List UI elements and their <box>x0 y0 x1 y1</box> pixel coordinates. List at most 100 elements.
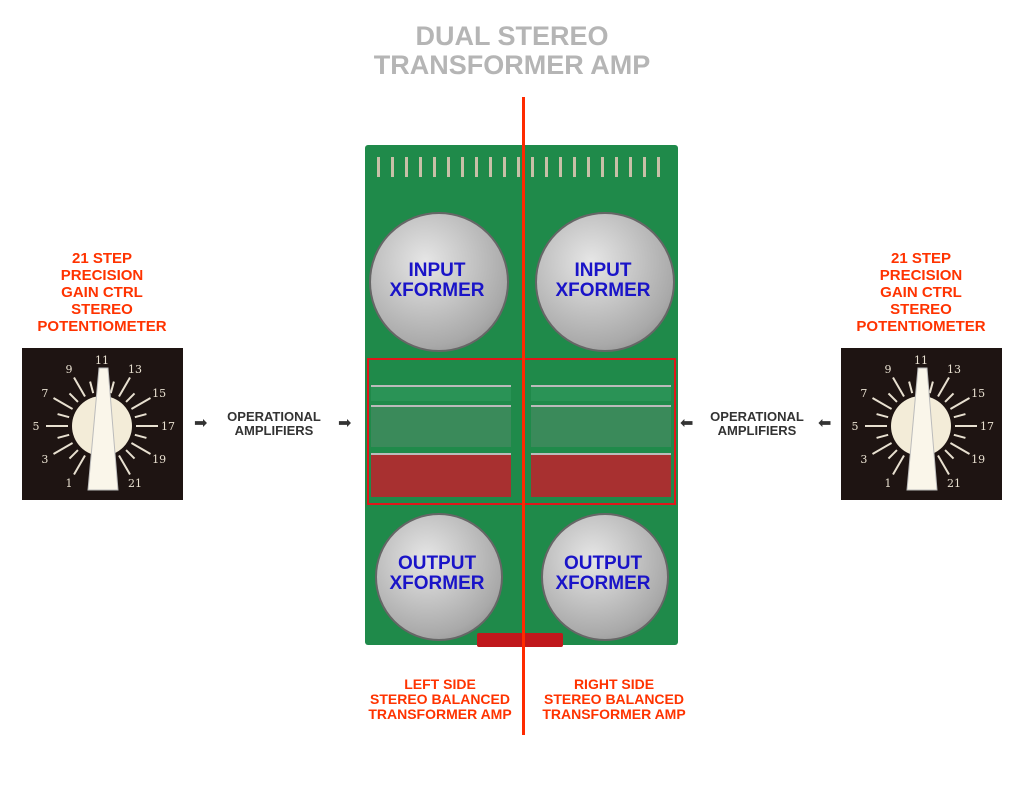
label-line: OPERATIONAL <box>710 409 804 424</box>
dial-tick <box>944 449 955 460</box>
dial-tick <box>73 377 86 398</box>
label-line: POTENTIOMETER <box>37 318 167 335</box>
dial-tick <box>134 433 147 439</box>
opamp-card <box>531 405 671 447</box>
dial-number: 3 <box>860 453 867 466</box>
input-xformer-right-label: INPUT XFORMER <box>533 261 673 301</box>
title-line-1: DUAL STEREO <box>415 21 609 51</box>
opamp-right-label: OPERATIONAL AMPLIFIERS <box>697 410 817 438</box>
dial-number: 5 <box>852 420 859 433</box>
input-xformer-left-label: INPUT XFORMER <box>367 261 507 301</box>
dial-tick <box>928 381 934 394</box>
label-line: TRANSFORMER AMP <box>542 706 686 722</box>
opamp-card <box>371 453 511 497</box>
dial-number: 13 <box>128 363 142 376</box>
label-line: 21 STEP <box>890 250 952 267</box>
label-line: POTENTIOMETER <box>856 318 986 335</box>
dial-tick <box>944 392 955 403</box>
dial-number: 7 <box>860 387 867 400</box>
arrow-right-icon: ➡ <box>338 415 352 432</box>
dial-tick <box>937 377 950 398</box>
dial-tick <box>68 449 79 460</box>
opamp-left-label: OPERATIONAL AMPLIFIERS <box>214 410 334 438</box>
label-line: XFORMER <box>389 280 485 301</box>
output-xformer-left-label: OUTPUT XFORMER <box>367 554 507 594</box>
dial-tick <box>892 377 905 398</box>
input-transformer-left <box>369 212 509 352</box>
dial-number: 15 <box>971 387 985 400</box>
output-transformer-left <box>375 513 503 641</box>
dial-number: 11 <box>95 354 109 367</box>
dial-tick <box>908 381 914 394</box>
opamp-card <box>371 385 511 401</box>
dial-tick <box>57 413 70 419</box>
dial-tick <box>937 454 950 475</box>
dial-tick <box>125 392 136 403</box>
dial-tick <box>57 433 70 439</box>
label-line: AMPLIFIERS <box>717 423 797 438</box>
dial-tick <box>887 392 898 403</box>
dial-number: 11 <box>914 354 928 367</box>
label-line: GAIN CTRL <box>880 284 962 301</box>
opamp-card <box>371 405 511 447</box>
right-pot-label: 21 STEP PRECISION GAIN CTRL STEREO POTEN… <box>821 250 1021 335</box>
label-line: AMPLIFIERS <box>234 423 314 438</box>
dial-tick <box>876 413 889 419</box>
label-line: GAIN CTRL <box>61 284 143 301</box>
circuit-board-photo: INPUT XFORMER INPUT XFORMER OUTPUT XFORM… <box>365 145 678 647</box>
dial-tick <box>876 433 889 439</box>
dial-number: 21 <box>128 477 142 490</box>
left-side-label: LEFT SIDE STEREO BALANCED TRANSFORMER AM… <box>350 677 530 722</box>
dial-number: 15 <box>152 387 166 400</box>
dial-number: 1 <box>66 477 73 490</box>
dial-number: 9 <box>66 363 73 376</box>
right-side-label: RIGHT SIDE STEREO BALANCED TRANSFORMER A… <box>524 677 704 722</box>
dial-number: 17 <box>980 420 994 433</box>
left-right-divider-line <box>522 97 525 735</box>
dial-tick <box>949 397 970 410</box>
knob-pointer <box>87 367 119 491</box>
label-line: STEREO <box>890 301 952 318</box>
input-transformer-right <box>535 212 675 352</box>
label-line: PRECISION <box>60 267 144 284</box>
arrow-right-icon: ➡ <box>194 415 208 432</box>
label-line: XFORMER <box>555 280 651 301</box>
connector-pins <box>377 157 666 177</box>
dial-tick <box>89 381 95 394</box>
arrow-left-icon: ⬅ <box>680 415 694 432</box>
dial-tick <box>53 442 74 455</box>
dial-number: 21 <box>947 477 961 490</box>
dial-tick <box>872 397 893 410</box>
label-line: RIGHT SIDE <box>573 676 655 692</box>
dial-number: 9 <box>885 363 892 376</box>
dial-tick <box>130 397 151 410</box>
label-line: TRANSFORMER AMP <box>368 706 512 722</box>
output-transformer-right <box>541 513 669 641</box>
dial-tick <box>109 381 115 394</box>
dial-tick <box>125 449 136 460</box>
dial-number: 17 <box>161 420 175 433</box>
dial-number: 13 <box>947 363 961 376</box>
dial-tick <box>949 442 970 455</box>
dial-tick <box>73 454 86 475</box>
label-line: OUTPUT <box>563 553 643 574</box>
heatsink <box>477 633 563 647</box>
dial-tick <box>53 397 74 410</box>
label-line: INPUT <box>574 260 632 281</box>
dial-number: 1 <box>885 477 892 490</box>
label-line: STEREO BALANCED <box>543 691 684 707</box>
label-line: XFORMER <box>555 573 651 594</box>
label-line: STEREO <box>71 301 133 318</box>
dial-tick <box>134 413 147 419</box>
dial-tick <box>872 442 893 455</box>
dial-tick <box>953 413 966 419</box>
label-line: OUTPUT <box>397 553 477 574</box>
label-line: LEFT SIDE <box>404 676 476 692</box>
knob-pointer <box>906 367 938 491</box>
label-line: OPERATIONAL <box>227 409 321 424</box>
page-title: DUAL STEREO TRANSFORMER AMP <box>0 22 1024 80</box>
dial-number: 3 <box>41 453 48 466</box>
opamp-highlight-box <box>367 358 676 505</box>
output-xformer-right-label: OUTPUT XFORMER <box>533 554 673 594</box>
